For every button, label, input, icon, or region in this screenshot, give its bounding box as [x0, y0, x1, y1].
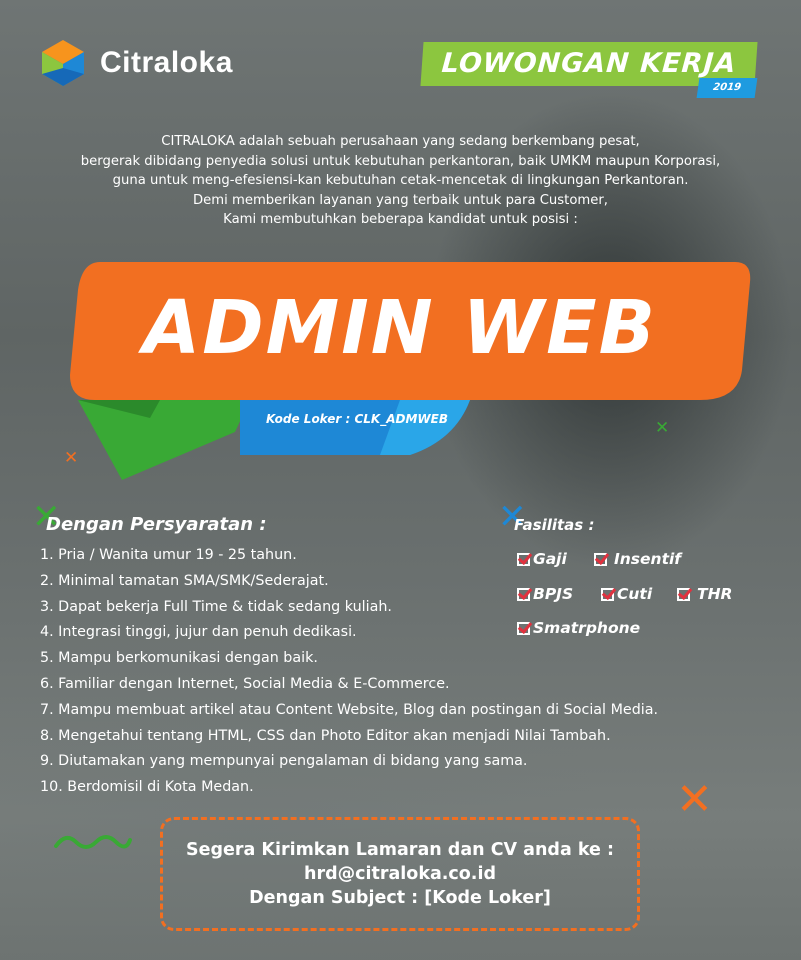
facility-label: Insentif [614, 550, 682, 568]
list-item: 2. Minimal tamatan SMA/SMK/Sederajat. [40, 572, 329, 589]
list-item: 3. Dapat bekerja Full Time & tidak sedan… [40, 598, 392, 615]
intro-line: CITRALOKA adalah sebuah perusahaan yang … [161, 134, 640, 149]
list-item: 9. Diutamakan yang mempunyai pengalaman … [40, 753, 528, 770]
list-item: 4. Integrasi tinggi, jujur dan penuh ded… [40, 624, 357, 641]
checkbox-checked-icon [677, 587, 690, 601]
contact-email: hrd@citraloka.co.id [304, 864, 496, 884]
facility-label: Smatrphone [533, 619, 641, 637]
job-vacancy-badge: LOWONGAN KERJA 2019 [420, 42, 758, 100]
facility-item: Cuti [601, 585, 652, 603]
facility-item: BPJS [517, 585, 573, 603]
position-banner [70, 262, 751, 480]
requirements-title: Dengan Persyaratan : [46, 514, 267, 535]
list-item: 1. Pria / Wanita umur 19 - 25 tahun. [40, 547, 297, 563]
badge-year: 2019 [696, 78, 758, 98]
list-item: 10. Berdomisil di Kota Medan. [40, 779, 254, 796]
facility-label: Cuti [617, 585, 653, 603]
facility-item: THR [677, 585, 732, 603]
contact-instruction: Segera Kirimkan Lamaran dan CV anda ke : [185, 840, 614, 860]
checkbox-checked-icon [594, 552, 607, 566]
checkbox-checked-icon [517, 621, 530, 635]
intro-line: bergerak dibidang penyedia solusi untuk … [80, 153, 721, 169]
decor-x-icon: ✕ [64, 448, 79, 468]
job-code: Kode Loker : CLK_ADMWEB [266, 412, 448, 426]
intro-line: Demi memberikan layanan yang terbaik unt… [193, 192, 608, 208]
contact-subject: Dengan Subject : [Kode Loker] [249, 888, 551, 908]
facility-label: THR [697, 585, 733, 603]
decor-wave-icon [54, 835, 132, 849]
checkbox-checked-icon [517, 587, 530, 601]
checkbox-checked-icon [517, 552, 530, 566]
contact-box [160, 817, 640, 931]
checkbox-checked-icon [601, 587, 614, 601]
list-item: 8. Mengetahui tentang HTML, CSS dan Phot… [40, 727, 611, 744]
citraloka-logo-icon [42, 40, 84, 86]
company-intro: CITRALOKA adalah sebuah perusahaan yang … [20, 132, 781, 230]
intro-line: guna untuk meng-efesiensi-kan kebutuhan … [112, 173, 689, 188]
decor-x-icon: ✕ [655, 418, 670, 438]
requirements-list: 1. Pria / Wanita umur 19 - 25 tahun. 2. … [40, 543, 658, 801]
facility-item: Insentif [594, 550, 681, 568]
intro-line: Kami membutuhkan beberapa kandidat untuk… [223, 212, 578, 227]
list-item: 5. Mampu berkomunikasi dengan baik. [40, 650, 318, 667]
facilities-title: Fasilitas : [514, 516, 595, 534]
facility-item: Gaji [517, 550, 567, 568]
facility-label: BPJS [533, 585, 574, 603]
facility-label: Gaji [533, 550, 567, 568]
decor-x-icon: ✕ [676, 774, 713, 825]
brand-name: Citraloka [100, 46, 233, 79]
decor-x-icon: ✕ [498, 497, 527, 537]
position-title: ADMIN WEB [142, 285, 658, 371]
decor-x-icon: ✕ [32, 497, 61, 537]
facility-item: Smatrphone [517, 619, 640, 637]
list-item: 7. Mampu membuat artikel atau Content We… [40, 701, 659, 718]
list-item: 6. Familiar dengan Internet, Social Medi… [40, 675, 450, 692]
